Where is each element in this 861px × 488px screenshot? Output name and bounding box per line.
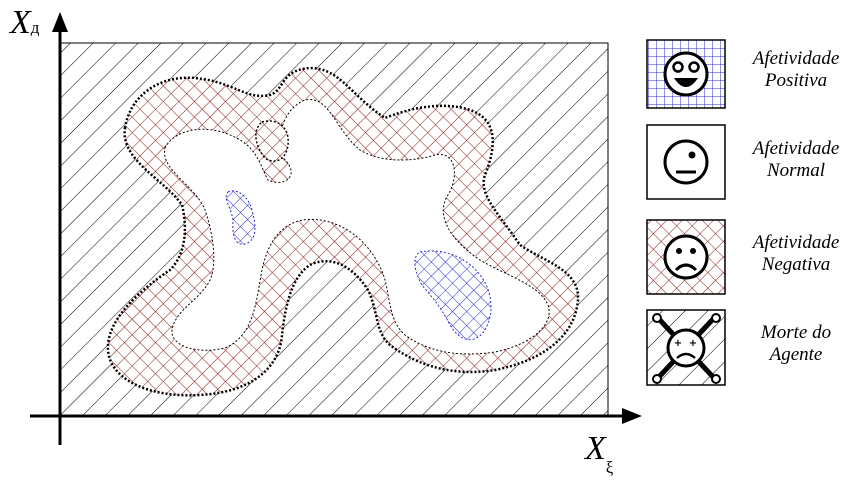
legend-box-positiva [646, 39, 726, 109]
y-axis-label-main: X [10, 4, 31, 41]
legend-box-negativa [646, 219, 726, 295]
legend-label-normal: Afetividade Normal [731, 138, 861, 182]
y-axis-label-sub: д [30, 18, 40, 37]
legend-label-negativa: Afetividade Negativa [731, 232, 861, 276]
legend-label-line1: Morte do [760, 322, 832, 343]
y-axis-arrow [52, 12, 68, 32]
sad-face-icon [663, 234, 709, 280]
positive-affectivity-island-right [414, 250, 492, 340]
negative-affectivity-inner-notch [255, 120, 289, 162]
legend-label-line2: Positiva [764, 70, 828, 91]
legend-label-line2: Normal [766, 160, 826, 181]
legend-label-line2: Agente [769, 344, 823, 365]
x-axis-label-sub: ξ [605, 458, 614, 477]
legend-label-line2: Negativa [761, 254, 831, 275]
x-axis-label: Xξ [585, 430, 613, 478]
legend-box-morte: + + [646, 309, 726, 386]
legend-label-line1: Afetividade [752, 48, 840, 69]
legend-label-morte: Morte do Agente [731, 322, 861, 366]
svg-text:+: + [689, 338, 697, 349]
legend-label-line1: Afetividade [752, 138, 840, 159]
happy-face-icon [663, 51, 709, 97]
legend-label-line1: Afetividade [752, 232, 840, 253]
x-axis-label-main: X [585, 430, 606, 467]
x-axis-arrow [622, 408, 642, 424]
legend-box-normal [646, 124, 726, 200]
y-axis-label: Xд [10, 6, 39, 40]
positive-affectivity-island-left [225, 190, 256, 245]
svg-text:+: + [674, 338, 682, 349]
dead-face-crossbones-icon: + + [652, 313, 721, 384]
legend-label-positiva: Afetividade Positiva [731, 48, 861, 92]
neutral-face-icon [663, 139, 709, 185]
